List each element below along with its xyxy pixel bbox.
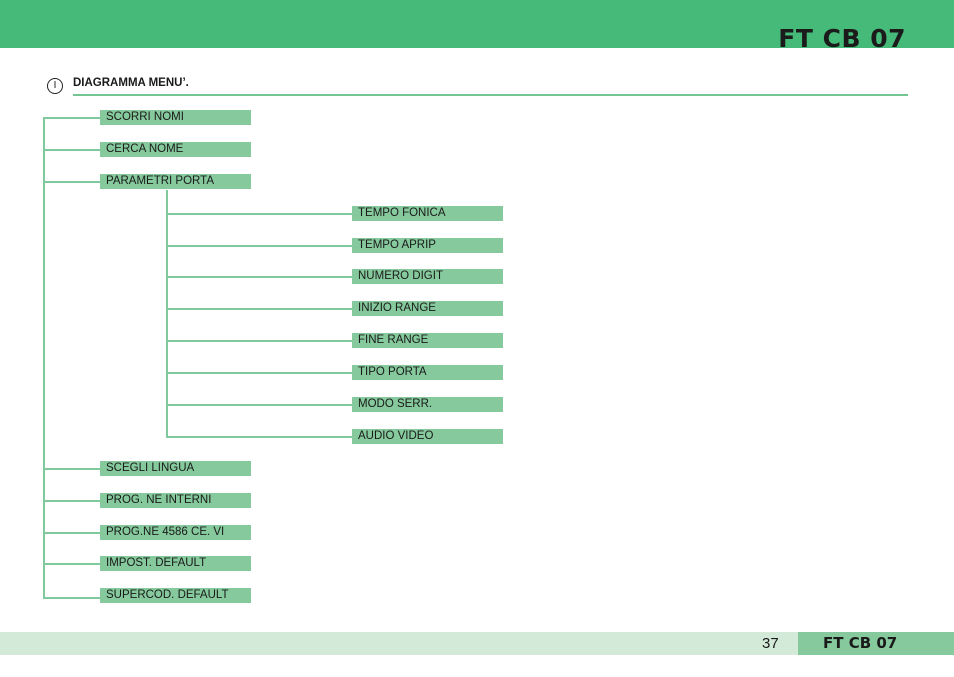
connector-scorri [43, 117, 100, 119]
footer-title: FT CB 07 [823, 634, 898, 652]
page-number: 37 [762, 635, 779, 652]
connector-parametri [43, 181, 100, 183]
footer-title-band [798, 632, 954, 655]
menu-item-audio-video: AUDIO VIDEO [352, 429, 503, 444]
tree-trunk-main [43, 117, 45, 599]
menu-item-scegli-lingua: SCEGLI LINGUA [100, 461, 251, 476]
connector-tempo-fonica [166, 213, 352, 215]
connector-supercod [43, 597, 100, 599]
menu-item-tipo-porta: TIPO PORTA [352, 365, 503, 380]
connector-inizio-range [166, 308, 352, 310]
header-band [0, 0, 954, 48]
menu-item-scorri-nomi: SCORRI NOMI [100, 110, 251, 125]
connector-lingua [43, 468, 100, 470]
connector-tempo-aprip [166, 245, 352, 247]
connector-cerca [43, 149, 100, 151]
menu-item-supercod-default: SUPERCOD. DEFAULT [100, 588, 251, 603]
info-icon: I [47, 78, 63, 94]
menu-item-tempo-aprip: TEMPO APRIP [352, 238, 503, 253]
connector-modo-serr [166, 404, 352, 406]
section-title: DIAGRAMMA MENU’. [73, 77, 189, 89]
menu-item-parametri-porta: PARAMETRI PORTA [100, 174, 251, 189]
connector-audio-video [166, 436, 352, 438]
menu-item-inizio-range: INIZIO RANGE [352, 301, 503, 316]
menu-item-prog-4586: PROG.NE 4586 CE. VI [100, 525, 251, 540]
tree-trunk-sub [166, 190, 168, 438]
connector-tipo-porta [166, 372, 352, 374]
connector-fine-range [166, 340, 352, 342]
connector-impost [43, 563, 100, 565]
menu-item-tempo-fonica: TEMPO FONICA [352, 206, 503, 221]
menu-item-impost-default: IMPOST. DEFAULT [100, 556, 251, 571]
menu-item-prog-interni: PROG. NE INTERNI [100, 493, 251, 508]
connector-numero-digit [166, 276, 352, 278]
menu-item-modo-serr: MODO SERR. [352, 397, 503, 412]
connector-4586 [43, 532, 100, 534]
menu-item-fine-range: FINE RANGE [352, 333, 503, 348]
footer-band [0, 632, 798, 655]
section-rule [73, 94, 908, 96]
page-title: FT CB 07 [778, 24, 906, 53]
menu-item-numero-digit: NUMERO DIGIT [352, 269, 503, 284]
menu-item-cerca-nome: CERCA NOME [100, 142, 251, 157]
connector-interni [43, 500, 100, 502]
